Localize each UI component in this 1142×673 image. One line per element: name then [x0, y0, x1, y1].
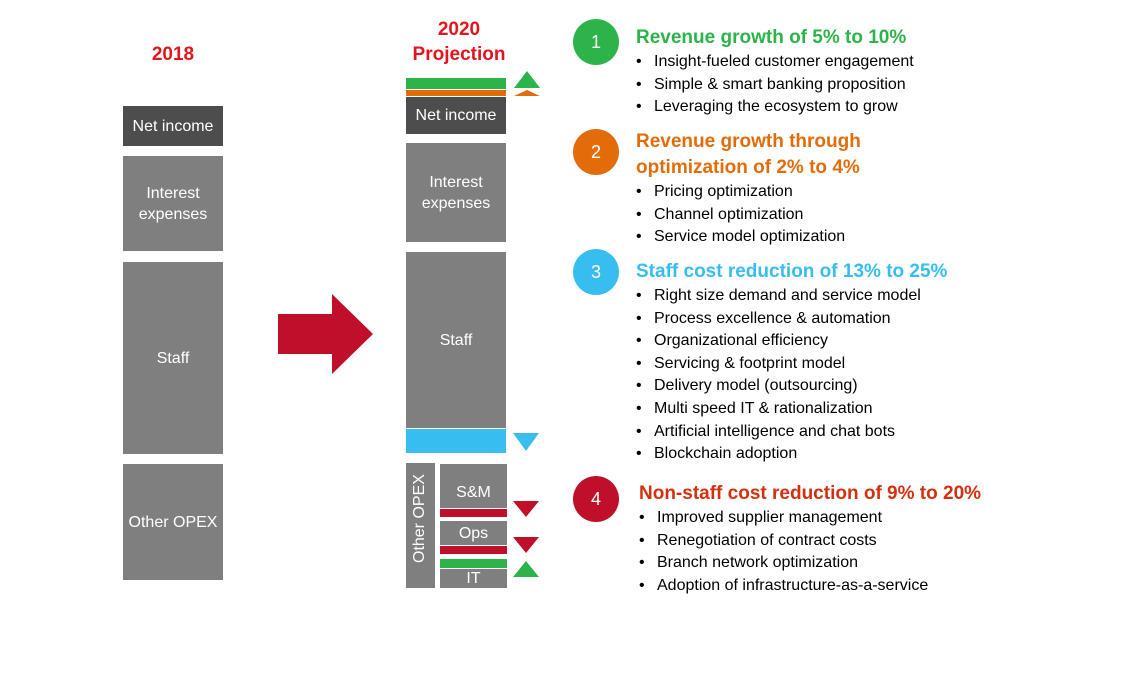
list-item: Service model optimization: [636, 226, 845, 249]
list-item: Channel optimization: [636, 204, 845, 227]
block-2020-sm: S&M: [440, 464, 507, 508]
list-item: Organizational efficiency: [636, 330, 921, 353]
staff-reduction-bar: [406, 429, 506, 453]
block-2018-staff: Staff: [123, 262, 223, 454]
sm-reduction-bar: [440, 509, 507, 517]
lever-3-title: Staff cost reduction of 13% to 25%: [636, 261, 948, 282]
lever-4-number-badge: 4: [573, 476, 619, 522]
year-2020-label: 2020 Projection: [412, 19, 506, 65]
lever-4-title: Non-staff cost reduction of 9% to 20%: [639, 483, 982, 504]
year-2018-label: 2018: [151, 44, 195, 65]
list-item: Renegotiation of contract costs: [639, 530, 928, 553]
lever-1-title: Revenue growth of 5% to 10%: [636, 27, 907, 48]
lever-3-bullets: Right size demand and service model Proc…: [636, 285, 921, 466]
increase-triangle-icon: [514, 71, 540, 88]
lever-2-title-line-1: Revenue growth through: [636, 131, 861, 152]
lever-3-number-badge: 3: [573, 249, 619, 295]
list-item: Servicing & footprint model: [636, 353, 921, 376]
lever-1-bullets: Insight-fueled customer engagement Simpl…: [636, 51, 914, 119]
block-2020-interest-expenses: Interest expenses: [406, 143, 506, 242]
lever-2-title-line-2: optimization of 2% to 4%: [636, 157, 860, 178]
list-item: Improved supplier management: [639, 507, 928, 530]
revenue-growth-bar: [406, 78, 506, 89]
list-item: Adoption of infrastructure-as-a-service: [639, 575, 928, 598]
list-item: Simple & smart banking proposition: [636, 74, 914, 97]
block-2020-it: IT: [440, 569, 507, 588]
revenue-optimization-bar: [406, 90, 506, 96]
list-item: Leveraging the ecosystem to grow: [636, 96, 914, 119]
lever-2-bullets: Pricing optimization Channel optimizatio…: [636, 181, 845, 249]
list-item: Insight-fueled customer engagement: [636, 51, 914, 74]
list-item: Artificial intelligence and chat bots: [636, 421, 921, 444]
sm-decrease-triangle-icon: [513, 501, 539, 517]
list-item: Right size demand and service model: [636, 285, 921, 308]
lever-4-bullets: Improved supplier management Renegotiati…: [639, 507, 928, 597]
lever-1-number-badge: 1: [573, 19, 619, 65]
block-2020-net-income: Net income: [406, 97, 506, 134]
staff-decrease-triangle-icon: [513, 433, 539, 451]
block-2020-staff: Staff: [406, 252, 506, 428]
ops-decrease-triangle-icon: [513, 537, 539, 553]
it-increase-triangle-icon: [513, 561, 539, 577]
it-growth-bar: [440, 559, 507, 568]
ops-reduction-bar: [440, 546, 507, 554]
list-item: Branch network optimization: [639, 552, 928, 575]
list-item: Delivery model (outsourcing): [636, 375, 921, 398]
lever-2-number-badge: 2: [573, 129, 619, 175]
block-2020-other-opex: [406, 463, 435, 588]
list-item: Process excellence & automation: [636, 308, 921, 331]
block-2018-interest-expenses: Interest expenses: [123, 156, 223, 251]
other-opex-vertical-label: Other OPEX: [411, 474, 428, 563]
block-2018-net-income: Net income: [123, 106, 223, 146]
list-item: Multi speed IT & rationalization: [636, 398, 921, 421]
block-2020-ops: Ops: [440, 521, 507, 545]
transition-arrow-icon: [278, 294, 373, 374]
list-item: Pricing optimization: [636, 181, 845, 204]
block-2018-other-opex: Other OPEX: [123, 464, 223, 580]
list-item: Blockchain adoption: [636, 443, 921, 466]
increase-small-triangle-icon: [514, 90, 540, 96]
